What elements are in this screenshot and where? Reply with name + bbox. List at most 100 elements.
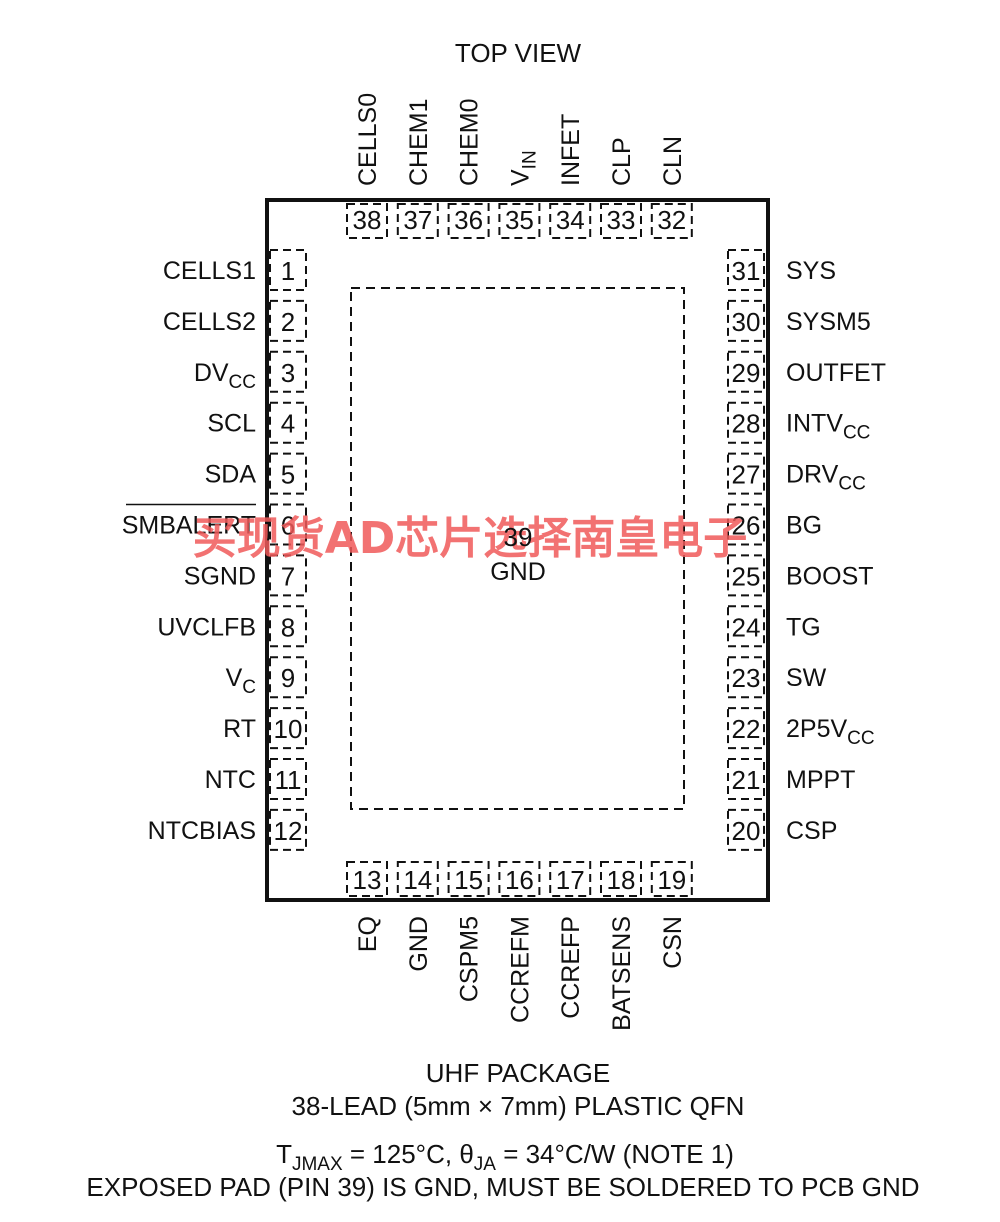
exposed-pad-name: GND <box>490 558 546 586</box>
pin-pad-top <box>396 203 439 239</box>
pin-pad-top <box>346 203 388 239</box>
pin-label: TG <box>786 613 821 641</box>
pin-label: SDA <box>205 461 257 489</box>
pin-pad-right <box>727 808 765 851</box>
pin-label: CELLS0 <box>354 93 382 186</box>
pin-pad-bottom <box>549 861 592 897</box>
pin-label: GND <box>405 916 433 972</box>
pin-label: SMBALERT <box>122 512 256 540</box>
pin-pad-left <box>269 452 307 495</box>
pin-number: 5 <box>281 460 295 490</box>
pin-number: 18 <box>607 865 636 895</box>
pin-number: 21 <box>732 765 761 795</box>
pin-pad-left <box>269 554 307 597</box>
pin-label: NTCBIAS <box>148 817 256 845</box>
pin-label: VC <box>226 664 256 698</box>
pin-pad-right <box>727 656 765 699</box>
exposed-pad-outline <box>350 287 685 810</box>
pin-pad-right <box>727 758 765 800</box>
pin-label: CELLS2 <box>163 308 256 336</box>
pin-number: 3 <box>281 358 295 388</box>
pin-number: 25 <box>732 561 761 591</box>
pin-label: DRVCC <box>786 461 866 495</box>
pin-label: DVCC <box>194 359 256 393</box>
pin-number: 23 <box>732 663 761 693</box>
pin-number: 4 <box>281 409 295 439</box>
pin-number: 36 <box>454 205 483 235</box>
top-pin-row: 38CELLS037CHEM136CHEM035VIN34INFET33CLP3… <box>346 93 693 239</box>
pin-number: 7 <box>281 561 295 591</box>
pin-pad-bottom <box>396 861 439 897</box>
pin-number: 33 <box>607 205 636 235</box>
pin-label: SGND <box>184 562 256 590</box>
pin-label: CLP <box>608 137 636 186</box>
pin-pad-bottom <box>600 861 642 897</box>
pin-label: CELLS1 <box>163 257 256 285</box>
pin-number: 13 <box>353 865 382 895</box>
pin-pad-left <box>269 605 307 648</box>
pin-number: 24 <box>732 612 761 642</box>
pin-pad-top <box>600 203 642 239</box>
pin-pad-left <box>269 249 307 291</box>
pin-number: 38 <box>353 205 382 235</box>
pin-pad-bottom <box>498 861 541 897</box>
package-description: 38-LEAD (5mm × 7mm) PLASTIC QFN <box>292 1091 745 1121</box>
pin-number: 17 <box>556 865 585 895</box>
pin-pad-left <box>269 401 307 444</box>
pin-number: 20 <box>732 816 761 846</box>
pin-label: CSP <box>786 817 837 845</box>
pin-number: 35 <box>505 205 534 235</box>
pin-label: SCL <box>207 410 256 438</box>
pin-pad-right <box>727 554 765 597</box>
bottom-pin-row: 13EQ14GND15CSPM516CCREFM17CCREFP18BATSEN… <box>346 861 693 1031</box>
exposed-pad-number: 39 <box>504 522 533 552</box>
pin-pad-right <box>727 299 765 342</box>
pin-number: 30 <box>732 307 761 337</box>
pin-pad-right <box>727 605 765 648</box>
pin-number: 14 <box>403 865 432 895</box>
pin-label: UVCLFB <box>157 613 256 641</box>
pin-label: OUTFET <box>786 359 886 387</box>
pin-label: CHEM1 <box>405 98 433 186</box>
pin-pad-right <box>727 401 765 444</box>
pin-pad-left <box>269 503 307 546</box>
pin-label: NTC <box>205 766 256 794</box>
pin-label: BOOST <box>786 562 874 590</box>
pin-number: 19 <box>657 865 686 895</box>
package-type: UHF PACKAGE <box>426 1058 610 1088</box>
pin-number: 29 <box>732 358 761 388</box>
pin-number: 31 <box>732 256 761 286</box>
pin-label: VIN <box>506 150 540 186</box>
pin-label: INFET <box>557 114 585 186</box>
pin-pad-right <box>727 503 765 546</box>
pin-pad-right <box>727 452 765 495</box>
package-outline <box>265 198 770 902</box>
pin-pad-top <box>549 203 592 239</box>
pin-label: INTVCC <box>786 410 870 444</box>
pin-pad-left <box>269 299 307 342</box>
pin-pad-bottom <box>447 861 490 897</box>
pin-pad-top <box>447 203 490 239</box>
watermark: 买现货AD芯片选择南皇电子 <box>193 513 748 564</box>
pin-number: 1 <box>281 256 295 286</box>
pin-pad-left <box>269 758 307 800</box>
pin-label: CHEM0 <box>456 98 484 186</box>
pin-number: 10 <box>274 714 303 744</box>
pin-label: CCREFM <box>506 916 534 1023</box>
pin-pad-left <box>269 350 307 393</box>
pin-pad-bottom <box>346 861 388 897</box>
pin-number: 16 <box>505 865 534 895</box>
pin-label: RT <box>223 715 256 743</box>
left-pin-column: 1CELLS12CELLS23DVCC4SCL5SDA6SMBALERT7SGN… <box>122 249 307 851</box>
pin-number: 32 <box>657 205 686 235</box>
pin-pad-right <box>727 350 765 393</box>
pin-number: 11 <box>275 765 302 795</box>
pin-label: BATSENS <box>608 916 636 1031</box>
pin-number: 8 <box>281 612 295 642</box>
pin-pad-right <box>727 249 765 291</box>
pin-number: 26 <box>732 511 761 541</box>
pin-number: 6 <box>281 511 295 541</box>
pin-label: EQ <box>354 916 382 952</box>
